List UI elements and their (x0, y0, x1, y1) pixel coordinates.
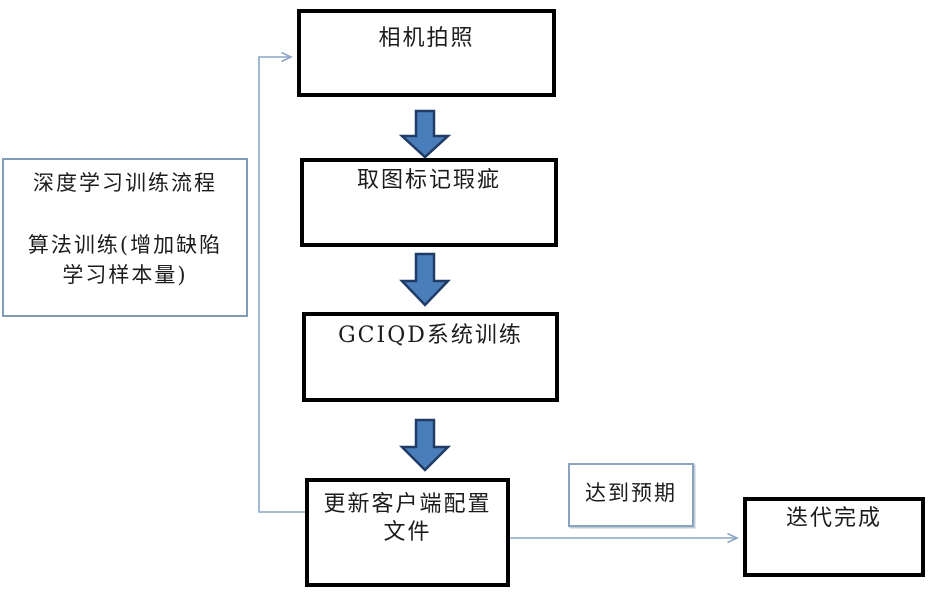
side-note-line-1: 深度学习训练流程 (33, 171, 217, 195)
node-iteration-done-label: 迭代完成 (785, 506, 882, 531)
node-gciqd-training: GCIQD系统训练 (302, 312, 559, 402)
side-note-line-2: 算法训练(增加缺陷 (27, 233, 223, 257)
node-update-config: 更新客户端配置 文件 (305, 478, 510, 587)
edge-label-expected-text: 达到预期 (585, 481, 677, 505)
node-camera-label: 相机拍照 (378, 26, 475, 51)
node-update-config-label-line2: 文件 (383, 520, 432, 545)
side-note-spacer (4, 198, 246, 230)
node-iteration-done: 迭代完成 (743, 497, 925, 577)
feedback-connector (258, 57, 305, 513)
node-camera: 相机拍照 (297, 9, 556, 97)
edge-label-expected: 达到预期 (568, 463, 694, 527)
node-update-config-label-line1: 更新客户端配置 (323, 492, 492, 517)
node-gciqd-training-label: GCIQD系统训练 (338, 323, 523, 348)
side-note-line-3: 学习样本量) (62, 263, 188, 287)
down-block-arrow-1 (398, 109, 452, 159)
down-block-arrow-3 (398, 418, 452, 472)
side-note-box: 深度学习训练流程 算法训练(增加缺陷 学习样本量) (2, 158, 248, 317)
node-mark-defects-label: 取图标记瑕疵 (356, 168, 501, 193)
down-block-arrow-2 (399, 252, 451, 307)
node-mark-defects: 取图标记瑕疵 (300, 158, 558, 247)
